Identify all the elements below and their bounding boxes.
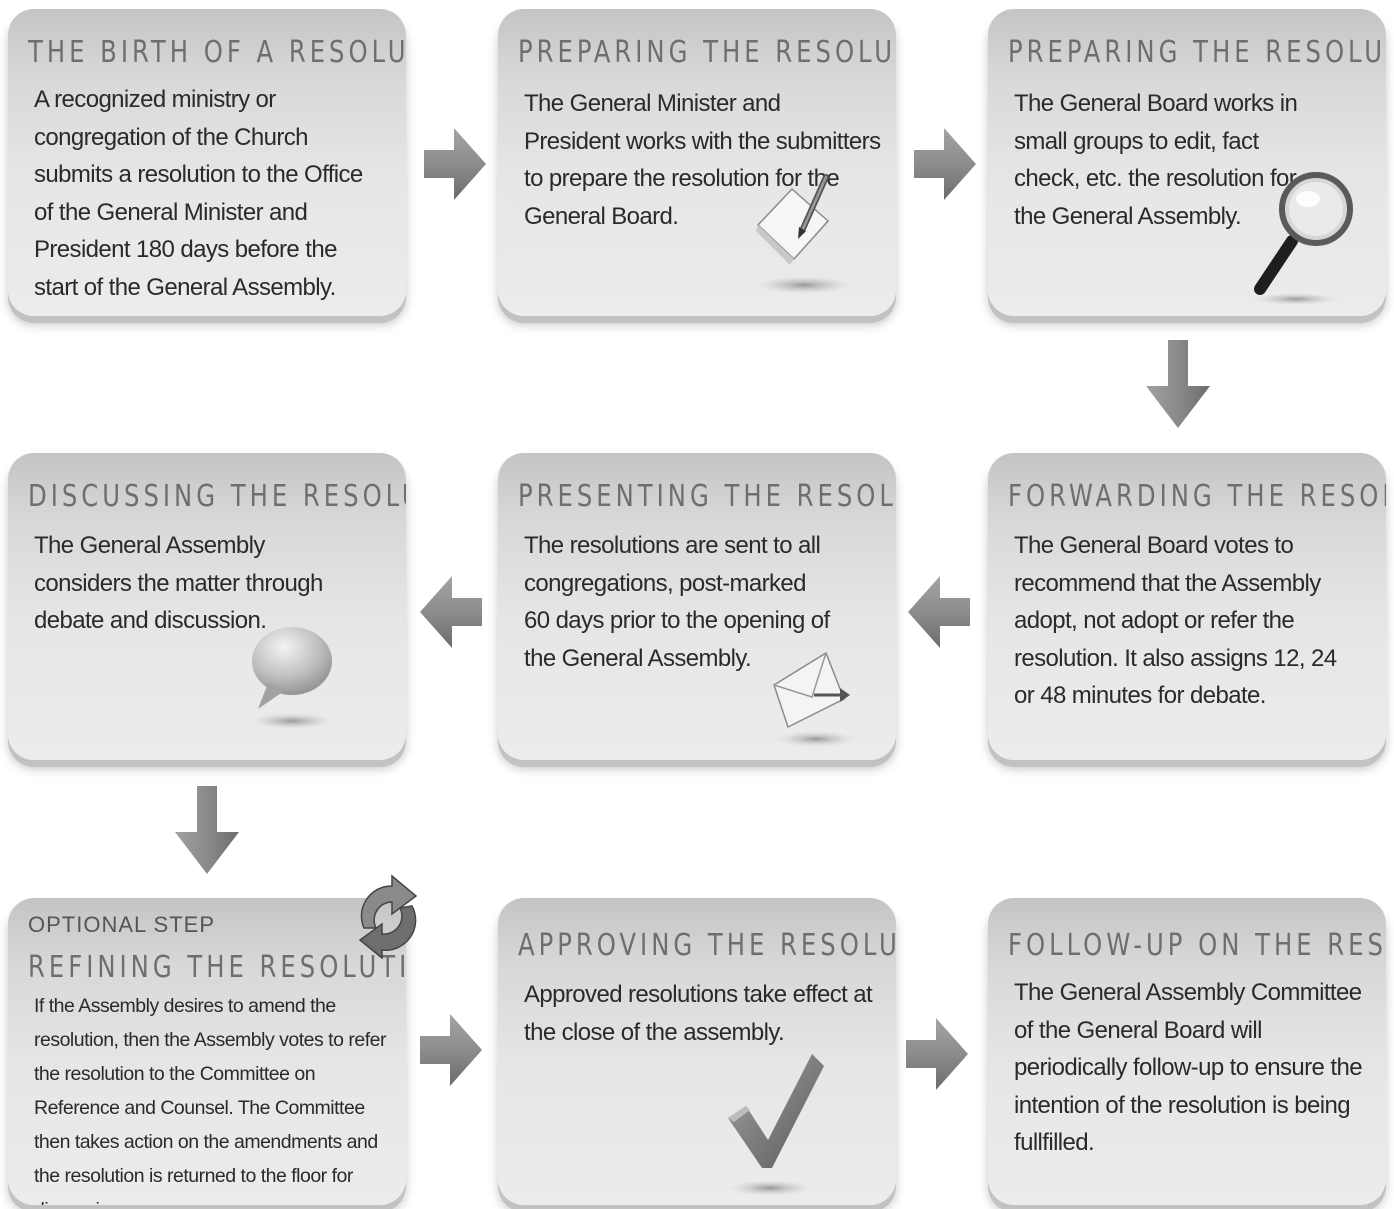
step-card-approving: APPROVING THE RESOLUTION Approved resolu… xyxy=(498,898,896,1205)
step-body: The General Minister and President works… xyxy=(524,90,881,230)
flow-arrow-down xyxy=(1146,340,1210,428)
step-card-follow-up: FOLLOW-UP ON THE RESOLUTION The General … xyxy=(988,898,1386,1205)
step-body: The General Board works in small groups … xyxy=(1014,90,1298,230)
step-heading: PREPARING THE RESOLUTION xyxy=(518,35,896,70)
step-heading: FOLLOW-UP ON THE RESOLUTION xyxy=(1008,928,1386,963)
step-body: Approved resolutions take effect at the … xyxy=(524,981,873,1046)
optional-step-label: OPTIONAL STEP xyxy=(28,912,216,937)
flow-arrow-left xyxy=(420,576,482,648)
step-card-birth: THE BIRTH OF A RESOLUTION A recognized m… xyxy=(8,9,406,316)
flow-arrow-right xyxy=(906,1018,968,1090)
paper-pencil-icon xyxy=(756,174,852,294)
step-heading: APPROVING THE RESOLUTION xyxy=(518,928,896,963)
flow-arrow-right xyxy=(420,1014,482,1086)
step-card-forwarding: FORWARDING THE RESOLUTION The General Bo… xyxy=(988,453,1386,760)
step-card-discussing: DISCUSSING THE RESOLUTION The General As… xyxy=(8,453,406,760)
flow-arrow-down xyxy=(175,786,239,874)
step-body: A recognized ministry or congregation of… xyxy=(34,86,363,301)
step-card-preparing-1: PREPARING THE RESOLUTION The General Min… xyxy=(498,9,896,316)
flow-arrow-right xyxy=(424,128,486,200)
step-heading: FORWARDING THE RESOLUTION xyxy=(1008,479,1386,514)
magnifying-glass-icon xyxy=(1254,172,1353,305)
step-heading: DISCUSSING THE RESOLUTION xyxy=(28,479,406,514)
step-body: The General Assembly Committee of the Ge… xyxy=(1014,979,1363,1156)
step-heading: PRESENTING THE RESOLUTION xyxy=(518,479,896,514)
checkmark-icon xyxy=(728,1054,824,1196)
step-body: The General Assembly considers the matte… xyxy=(34,532,323,634)
refresh-arrows-icon xyxy=(358,874,418,960)
step-heading: THE BIRTH OF A RESOLUTION xyxy=(28,35,406,70)
flow-arrow-left xyxy=(908,576,970,648)
step-body: If the Assembly desires to amend the res… xyxy=(34,995,386,1205)
speech-bubble-icon xyxy=(250,627,334,729)
step-heading: REFINING THE RESOLUTION xyxy=(28,950,406,985)
step-card-presenting: PRESENTING THE RESOLUTION The resolution… xyxy=(498,453,896,760)
step-body: The resolutions are sent to all congrega… xyxy=(524,532,830,672)
envelope-send-icon xyxy=(773,651,856,747)
step-card-preparing-2: PREPARING THE RESOLUTION The General Boa… xyxy=(988,9,1386,316)
step-card-refining: OPTIONAL STEP REFINING THE RESOLUTION If… xyxy=(8,898,406,1205)
flow-arrow-right xyxy=(914,128,976,200)
step-body: The General Board votes to recommend tha… xyxy=(1014,532,1337,709)
step-heading: PREPARING THE RESOLUTION xyxy=(1008,35,1386,70)
